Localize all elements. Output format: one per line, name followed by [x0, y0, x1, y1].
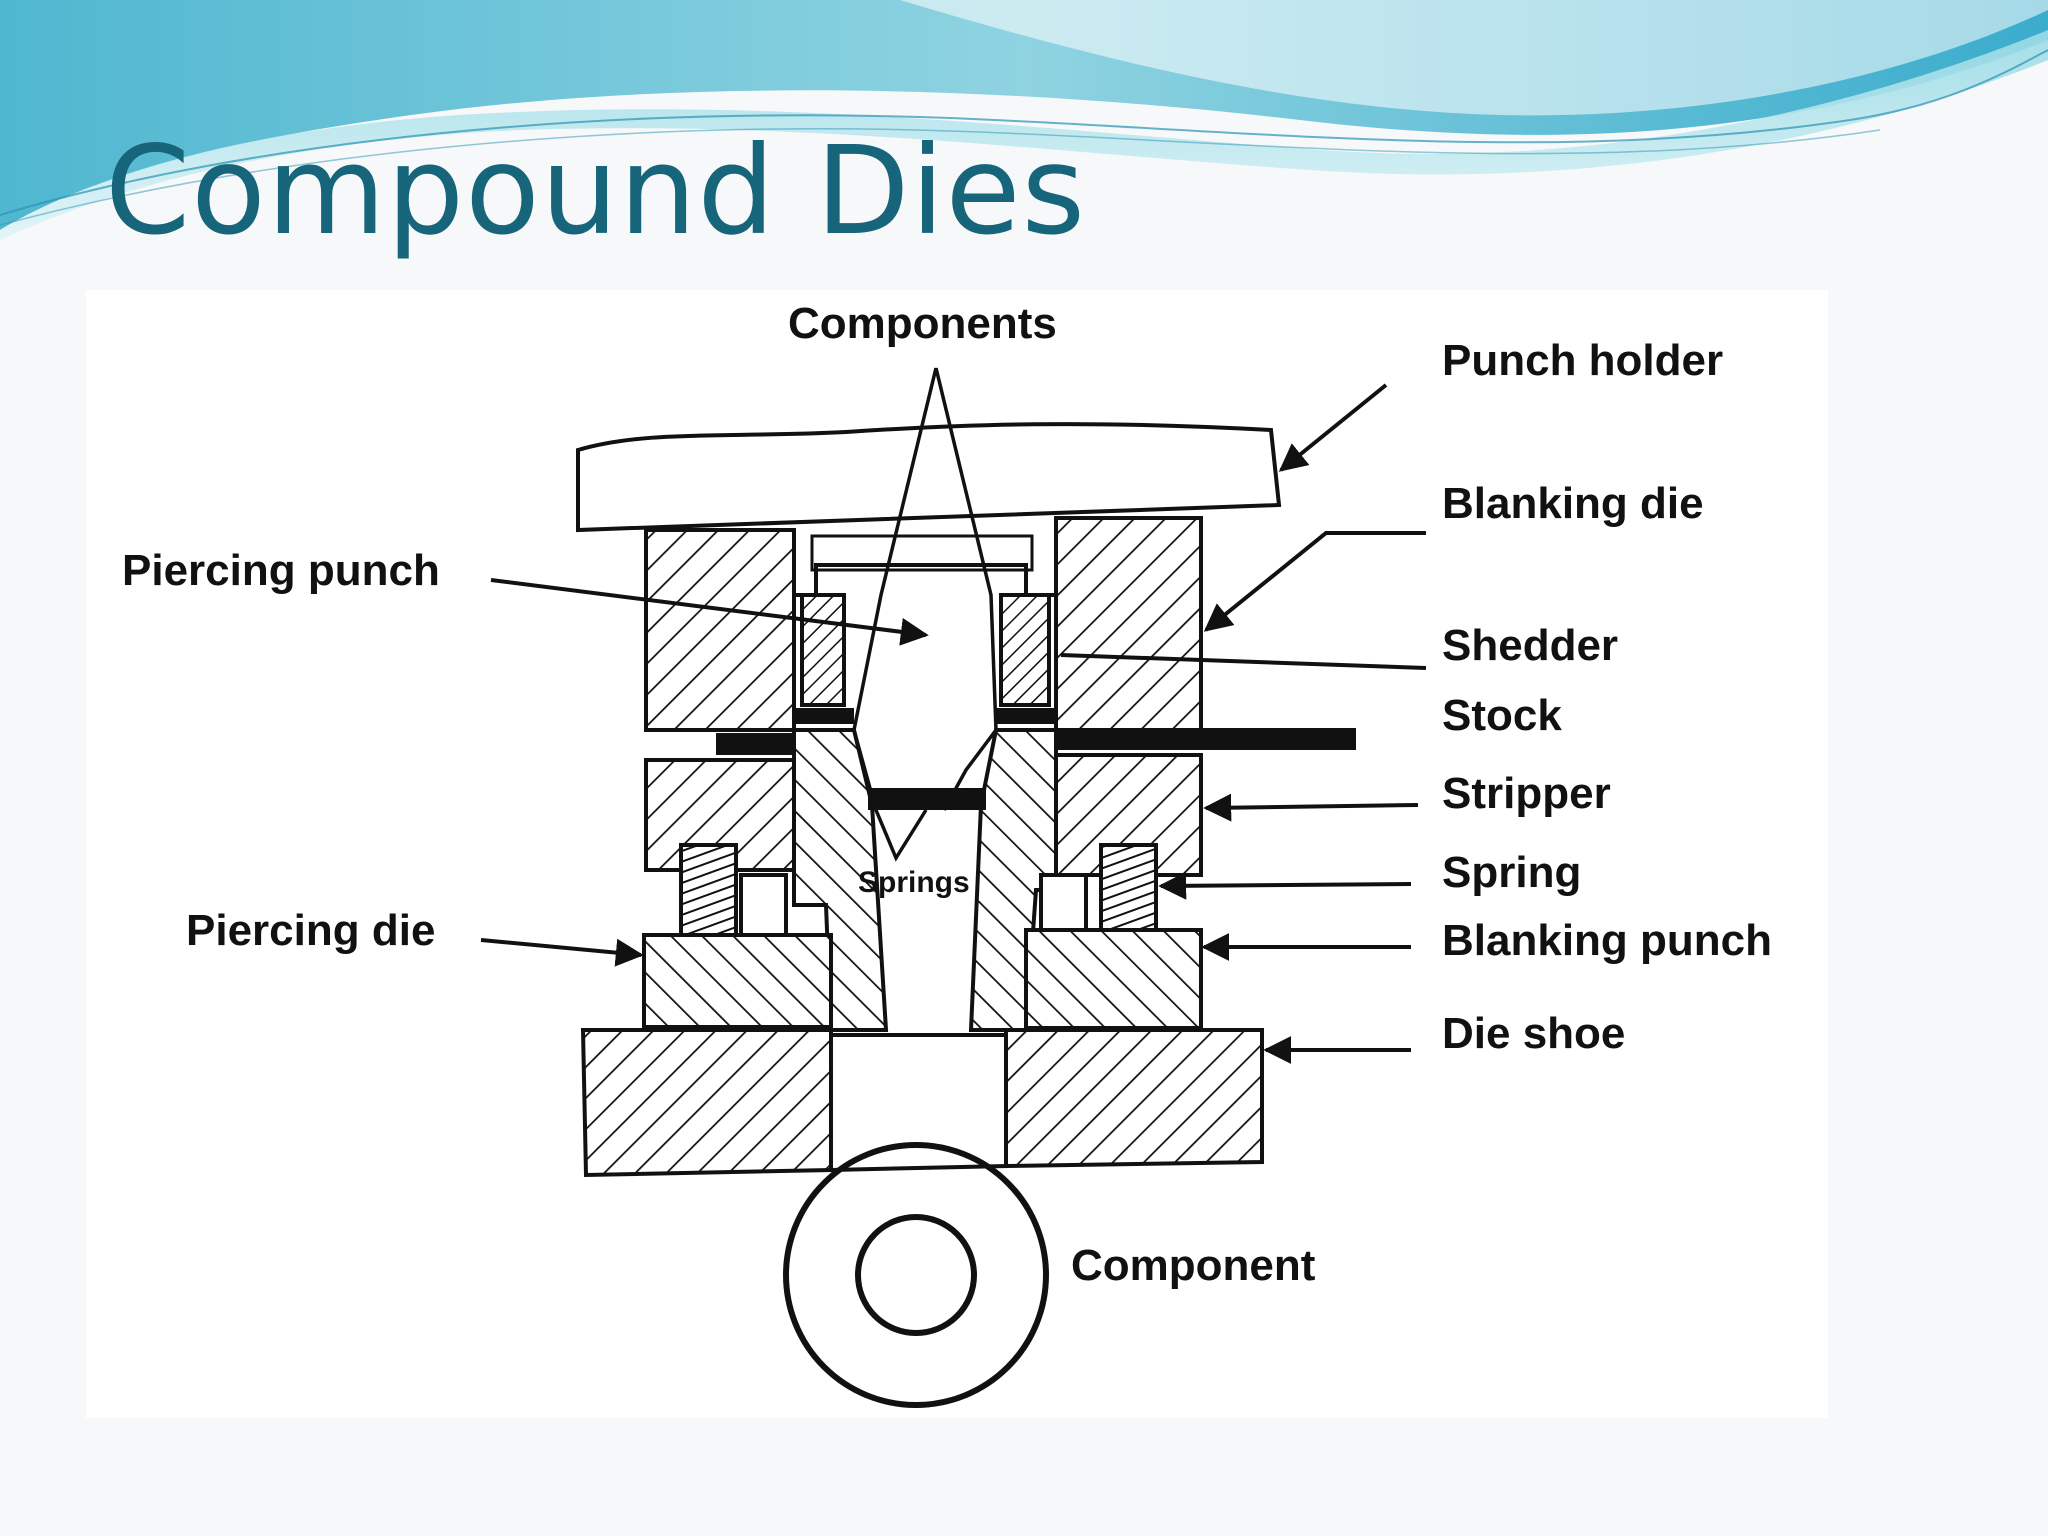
component-inner-ring: [855, 1214, 977, 1336]
label-springs: Springs: [858, 866, 970, 899]
label-shedder: Shedder: [1442, 621, 1618, 670]
slide-title: Compound Dies: [105, 120, 1087, 262]
label-component: Component: [1071, 1241, 1316, 1290]
label-piercing-punch: Piercing punch: [122, 546, 440, 595]
label-spring: Spring: [1442, 848, 1581, 897]
label-punch-holder: Punch holder: [1442, 336, 1723, 385]
label-stripper: Stripper: [1442, 769, 1611, 818]
label-components: Components: [788, 299, 1057, 348]
die-shoe-right: [1004, 1028, 1264, 1169]
slug: [868, 788, 986, 810]
compound-die-diagram: Components Punch holder Blanking die Pie…: [86, 290, 1828, 1418]
label-blanking-punch: Blanking punch: [1442, 916, 1772, 965]
diagram-svg: Components Punch holder Blanking die Pie…: [122, 299, 1772, 1408]
shedder-block-left: [800, 593, 846, 707]
die-shoe-left: [580, 1028, 833, 1178]
blanking-punch-left: [642, 933, 833, 1029]
punch-holder-shape: [576, 422, 1282, 533]
blanking-punch-right: [1024, 928, 1203, 1030]
label-piercing-die: Piercing die: [186, 906, 435, 955]
label-die-shoe: Die shoe: [1442, 1009, 1625, 1058]
component-outer-ring: [783, 1142, 1049, 1408]
blanking-die-left: [644, 528, 796, 732]
spring-right: [1099, 843, 1158, 937]
label-stock: Stock: [1442, 691, 1562, 740]
shedder-shape: [792, 530, 1058, 597]
shedder-block-right: [999, 593, 1051, 707]
label-blanking-die: Blanking die: [1442, 479, 1704, 528]
stock-strip-left: [716, 733, 796, 755]
header-wave-banner: [0, 0, 2048, 240]
blanking-die-right: [1054, 516, 1203, 732]
spring-left: [679, 843, 738, 937]
stock-strip-right: [1056, 728, 1356, 750]
